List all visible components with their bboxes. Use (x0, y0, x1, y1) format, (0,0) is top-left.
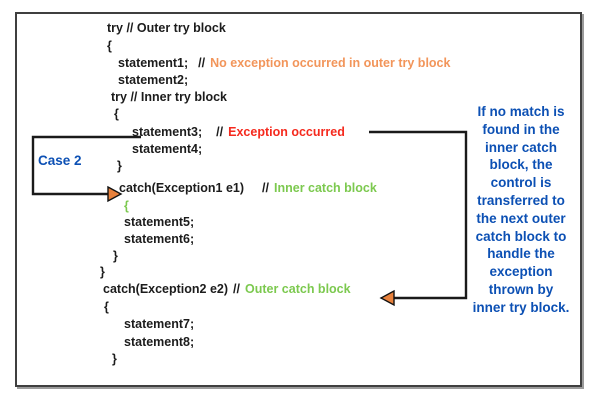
code-text: statement5; (124, 215, 195, 229)
comment-marker: // (233, 282, 240, 296)
code-line: statement2; (118, 73, 188, 88)
code-line: { (104, 300, 109, 315)
code-text: try // Outer try block (107, 21, 226, 35)
code-line: statement3; // Exception occurred (132, 125, 345, 140)
code-line: } (113, 249, 118, 264)
code-line: statement4; (132, 142, 202, 157)
comment-marker: // (262, 181, 269, 195)
code-line: catch(Exception2 e2) // Outer catch block (103, 282, 351, 297)
code-line: statement7; (124, 317, 194, 332)
case-label: Case 2 (38, 153, 82, 168)
note-line: block, the (489, 157, 553, 173)
code-line: } (117, 159, 122, 174)
comment-marker: // (216, 125, 224, 139)
code-text: statement7; (124, 317, 195, 331)
code-text: try // Inner try block (111, 90, 228, 104)
note-line: the next outer (476, 210, 566, 226)
code-text: { (107, 39, 112, 53)
code-text: statement4; (132, 142, 203, 156)
note-line: If no match is (477, 104, 565, 119)
note-line: inner try block. (472, 299, 570, 315)
code-text: catch(Exception1 e1) (119, 181, 245, 195)
code-text: statement2; (118, 73, 189, 87)
code-line: catch(Exception1 e1) // Inner catch block (119, 181, 377, 196)
comment-text: Exception occurred (228, 125, 345, 139)
explanation-note: If no match is found in the inner catch … (457, 103, 585, 317)
note-line: transferred to (477, 192, 565, 208)
comment-text: Outer catch block (245, 282, 351, 296)
code-line: { (114, 107, 119, 122)
code-text: { (114, 107, 119, 121)
comment-text: Inner catch block (274, 181, 377, 195)
code-line: try // Inner try block (111, 90, 227, 105)
code-text: { (104, 300, 109, 314)
note-line: handle the (487, 246, 555, 262)
code-line: } (112, 352, 117, 367)
note-line: inner catch (484, 139, 558, 155)
code-text: } (100, 265, 105, 279)
code-text: } (112, 352, 117, 366)
code-text: } (113, 249, 118, 263)
code-text: catch(Exception2 e2) (103, 282, 229, 296)
code-line: statement5; (124, 215, 194, 230)
note-line: control is (490, 175, 552, 191)
code-line: try // Outer try block (107, 21, 226, 36)
code-text: { (124, 199, 129, 213)
note-line: thrown by (488, 281, 554, 297)
note-line: found in the (482, 121, 560, 137)
comment-marker: // (198, 56, 206, 70)
code-line: statement8; (124, 335, 194, 350)
code-text: statement6; (124, 232, 195, 246)
code-text: statement3; (132, 125, 203, 139)
code-text: statement8; (124, 335, 195, 349)
note-line: exception (489, 264, 553, 280)
code-line: { (107, 39, 112, 54)
code-line: { (124, 199, 129, 214)
code-text: statement1; (118, 56, 189, 70)
code-line: } (100, 265, 105, 280)
code-text: } (117, 159, 122, 173)
note-line: catch block to (475, 228, 567, 244)
comment-text: No exception occurred in outer try block (210, 56, 451, 70)
code-line: statement1; // No exception occurred in ou… (118, 56, 450, 71)
code-line: statement6; (124, 232, 194, 247)
